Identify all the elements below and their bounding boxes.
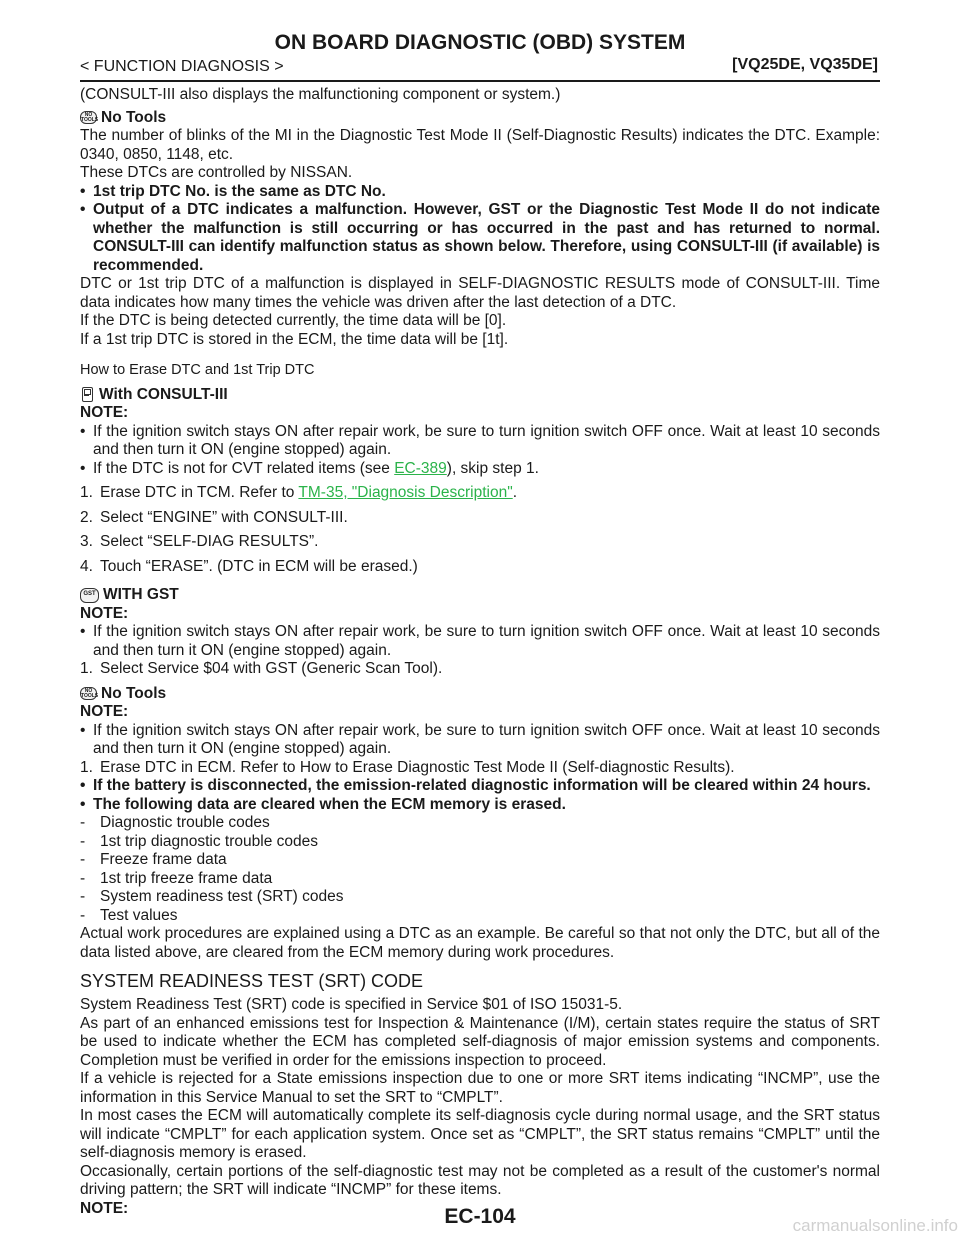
consult-label: With CONSULT-III [99, 385, 228, 403]
erase-subheading: How to Erase DTC and 1st Trip DTC [80, 362, 315, 378]
consult-icon [80, 387, 93, 403]
list-item: -Diagnostic trouble codes [80, 814, 270, 831]
list-item: -Test values [80, 906, 178, 924]
step-item: 3.Select “SELF-DIAG RESULTS”. [80, 533, 319, 550]
note-label: NOTE: [80, 703, 129, 720]
page-title: ON BOARD DIAGNOSTIC (OBD) SYSTEM [274, 31, 686, 54]
time-zero-paragraph: If the DTC is being detected currently, … [80, 312, 507, 329]
bullet-icon: • [80, 623, 86, 640]
list-item: •If the ignition switch stays ON after r… [80, 623, 880, 659]
gst-heading: GST WITH GST [80, 586, 880, 605]
engine-model-label: [VQ25DE, VQ35DE] [732, 56, 878, 73]
bullet-icon: • [80, 459, 86, 477]
section-label: < FUNCTION DIAGNOSIS > [80, 58, 284, 75]
no-tools-icon: NO TOOLS [80, 687, 99, 701]
gst-label: WITH GST [103, 586, 179, 603]
no-tools-label: No Tools [101, 108, 167, 126]
srt-paragraph-2: As part of an enhanced emissions test fo… [80, 1014, 880, 1069]
step-item: 1.Erase DTC in ECM. Refer to How to Eras… [80, 758, 735, 776]
bullet-icon: • [80, 201, 86, 218]
srt-paragraph-1: System Readiness Test (SRT) code is spec… [80, 996, 623, 1013]
srt-heading: SYSTEM READINESS TEST (SRT) CODE [80, 971, 424, 991]
step-item: 1.Select Service $04 with GST (Generic S… [80, 660, 443, 677]
page-number: EC-104 [444, 1205, 516, 1228]
no-tools-label: No Tools [101, 684, 167, 702]
list-item: -Freeze frame data [80, 851, 227, 868]
bullet-icon: • [80, 422, 86, 440]
note-label: NOTE: [80, 604, 129, 622]
watermark: carmanualsonline.info [792, 1216, 958, 1235]
list-item: •1st trip DTC No. is the same as DTC No. [80, 182, 386, 200]
list-item: •If the battery is disconnected, the emi… [80, 777, 871, 794]
step-item: 2.Select “ENGINE” with CONSULT-III. [80, 508, 348, 526]
no-tools-heading: NO TOOLS No Tools [80, 109, 880, 128]
list-item: -1st trip freeze frame data [80, 869, 273, 887]
list-item: -System readiness test (SRT) codes [80, 888, 344, 905]
ec-389-link[interactable]: EC-389 [394, 459, 447, 477]
srt-paragraph-4: In most cases the ECM will automatically… [80, 1107, 880, 1161]
note-label: NOTE: [80, 1199, 129, 1217]
actual-procedures-paragraph: Actual work procedures are explained usi… [80, 925, 880, 961]
list-item: •Output of a DTC indicates a malfunction… [80, 201, 880, 274]
step-item: 4.Touch “ERASE”. (DTC in ECM will be era… [80, 557, 418, 575]
list-item: •If the ignition switch stays ON after r… [80, 422, 880, 459]
list-item: •If the ignition switch stays ON after r… [80, 721, 880, 758]
result-paragraph: DTC or 1st trip DTC of a malfunction is … [80, 275, 880, 311]
list-item: -1st trip diagnostic trouble codes [80, 832, 318, 850]
nissan-paragraph: These DTCs are controlled by NISSAN. [80, 164, 353, 181]
consult-line: (CONSULT-III also displays the malfuncti… [80, 86, 561, 103]
bullet-icon: • [80, 721, 86, 739]
note-label: NOTE: [80, 404, 129, 421]
gst-icon: GST [80, 587, 99, 603]
srt-paragraph-5: Occasionally, certain portions of the se… [80, 1162, 880, 1199]
time-1t-paragraph: If a 1st trip DTC is stored in the ECM, … [80, 330, 509, 348]
list-item: •The following data are cleared when the… [80, 795, 566, 813]
header-divider [80, 80, 880, 82]
step-item: 1.Erase DTC in TCM. Refer to TM-35, "Dia… [80, 484, 518, 501]
bullet-icon: • [80, 795, 86, 813]
list-item: •If the DTC is not for CVT related items… [80, 459, 539, 477]
consult-heading: With CONSULT-III [80, 386, 880, 405]
bullet-icon: • [80, 777, 86, 794]
srt-paragraph-3: If a vehicle is rejected for a State emi… [80, 1070, 880, 1106]
bullet-icon: • [80, 182, 86, 200]
document-body: (CONSULT-III also displays the malfuncti… [80, 86, 880, 1218]
blinks-paragraph: The number of blinks of the MI in the Di… [80, 127, 880, 163]
tm-35-link[interactable]: TM-35, "Diagnosis Description" [298, 484, 513, 501]
no-tools-icon: NO TOOLS [80, 111, 99, 125]
no-tools-heading-2: NO TOOLS No Tools [80, 685, 880, 704]
